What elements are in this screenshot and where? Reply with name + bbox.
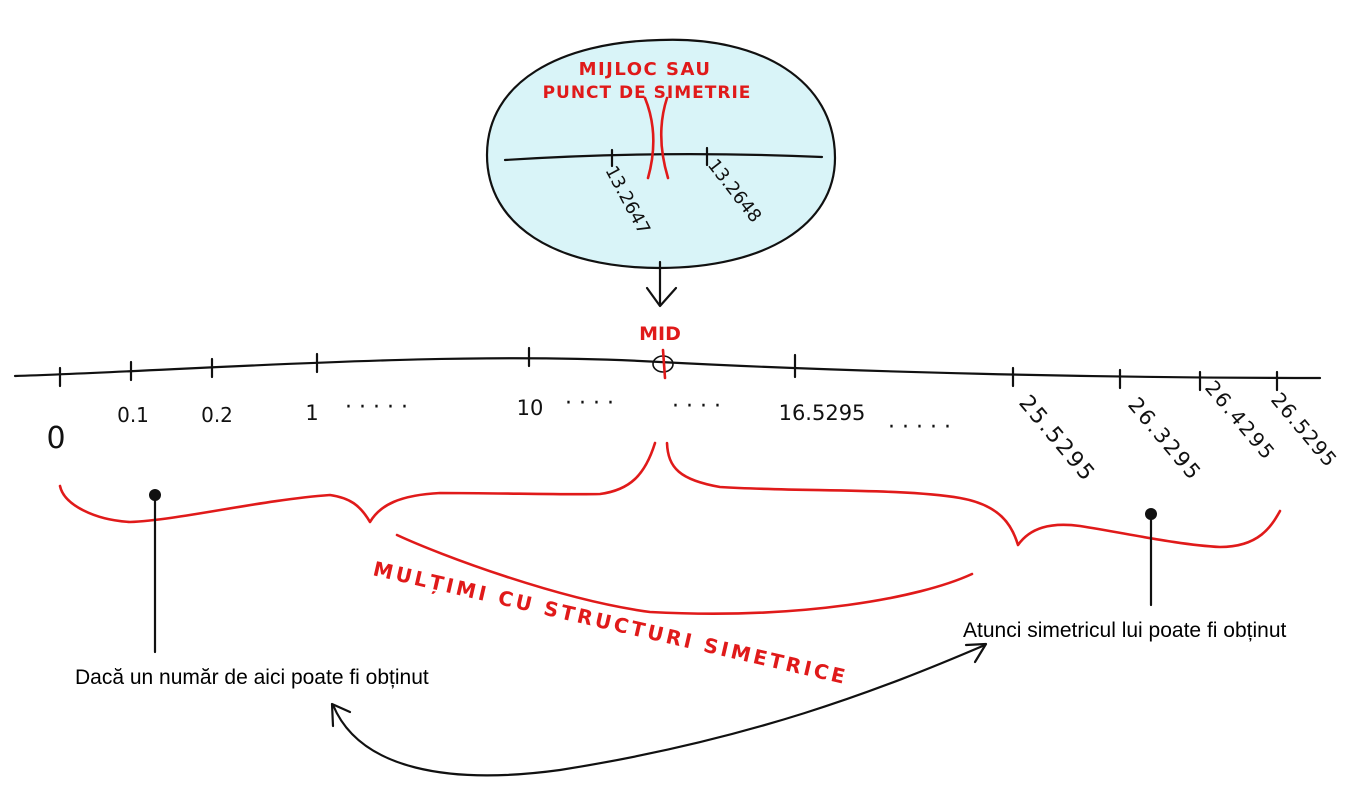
right-note: Atunci simetricul lui poate fi obținut [963,619,1286,642]
tick-label: 26.4295 [1200,376,1281,466]
tick-label: 1 [305,401,318,425]
mid-marker [661,348,667,380]
left-brace [58,441,657,524]
symmetric-brace [395,533,974,615]
left-pointer-dot [149,489,161,501]
ellipsis: · · · · · [345,395,408,420]
tick-label: 16.5295 [779,401,866,425]
ellipses: · · · · · · · · · · · · · · · · · · [345,391,951,440]
red-braces: MULȚIMI CU STRUCTURI SIMETRICE [58,441,1282,689]
main-axis [13,357,1322,380]
ellipsis: · · · · [672,394,721,419]
tick-label: 25.5295 [1013,391,1100,487]
tick-label: 26.3295 [1123,393,1206,486]
tick-label: 0.2 [201,403,233,427]
zoom-bubble: MIJLOC SAU PUNCT DE SIMETRIE 13.2647 13.… [485,38,837,270]
right-pointer-dot [1145,508,1157,520]
arrow-head-right [964,642,988,664]
bubble-title-line2: PUNCT DE SIMETRIE [543,83,752,103]
tick-label: 10 [517,396,544,420]
ellipsis: · · · · [565,391,614,416]
tick-label: 0 [46,421,65,456]
tick-label: 26.5295 [1266,388,1342,472]
right-brace [665,441,1282,549]
bubble-mid-bracket-left [643,96,655,180]
ellipsis: · · · · · [888,415,951,440]
tick-label: 0.1 [117,403,149,427]
bubble-title-line1: MIJLOC SAU [579,59,712,80]
mid-label: MID [639,323,681,345]
number-line: MID 0 0.1 0.2 1 10 16.5295 25.5295 26.32… [13,323,1342,487]
tick-labels: 0 0.1 0.2 1 10 16.5295 25.5295 26.3295 2… [46,376,1342,487]
double-arrow-curve [331,643,987,777]
zoom-arrow [645,260,678,308]
axis-ticks [58,346,1279,392]
symmetric-label: MULȚIMI CU STRUCTURI SIMETRICE [371,556,850,689]
left-note: Dacă un număr de aici poate fi obținut [75,666,429,689]
arrow-head-left [330,702,352,728]
annotations: Dacă un număr de aici poate fi obținut A… [75,489,1286,777]
bubble-mid-bracket-right [659,96,670,180]
